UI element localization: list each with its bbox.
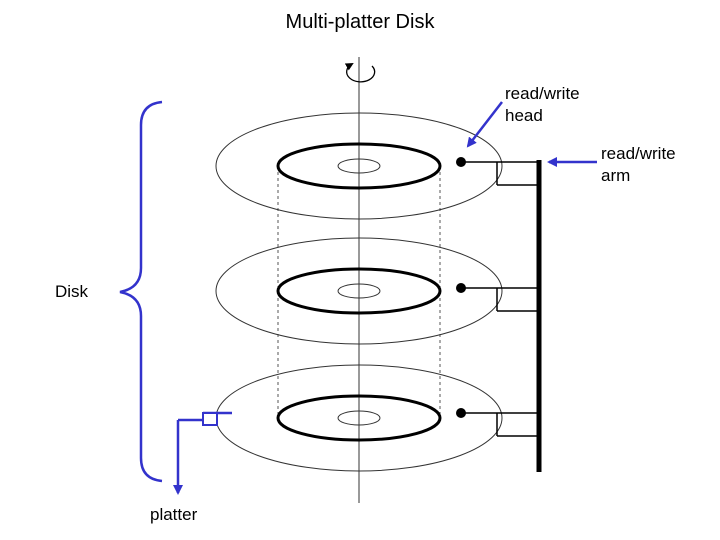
platter-callout: [173, 411, 232, 495]
label-read-write-head: read/write head: [505, 84, 580, 125]
head-pointer-arrow: [466, 101, 503, 148]
read-write-head-3: [456, 408, 466, 418]
diagram-title: Multi-platter Disk: [285, 11, 435, 33]
platter-top: [215, 112, 503, 220]
platter-middle: [215, 237, 503, 345]
label-disk: Disk: [55, 282, 89, 301]
read-write-head-2: [456, 283, 466, 293]
read-write-arm: [456, 157, 542, 472]
label-platter: platter: [150, 505, 198, 524]
rotation-arrow-icon: [344, 63, 376, 83]
disk-brace: [119, 100, 163, 483]
read-write-head-1: [456, 157, 466, 167]
label-read-write-arm: read/write arm: [601, 144, 676, 185]
